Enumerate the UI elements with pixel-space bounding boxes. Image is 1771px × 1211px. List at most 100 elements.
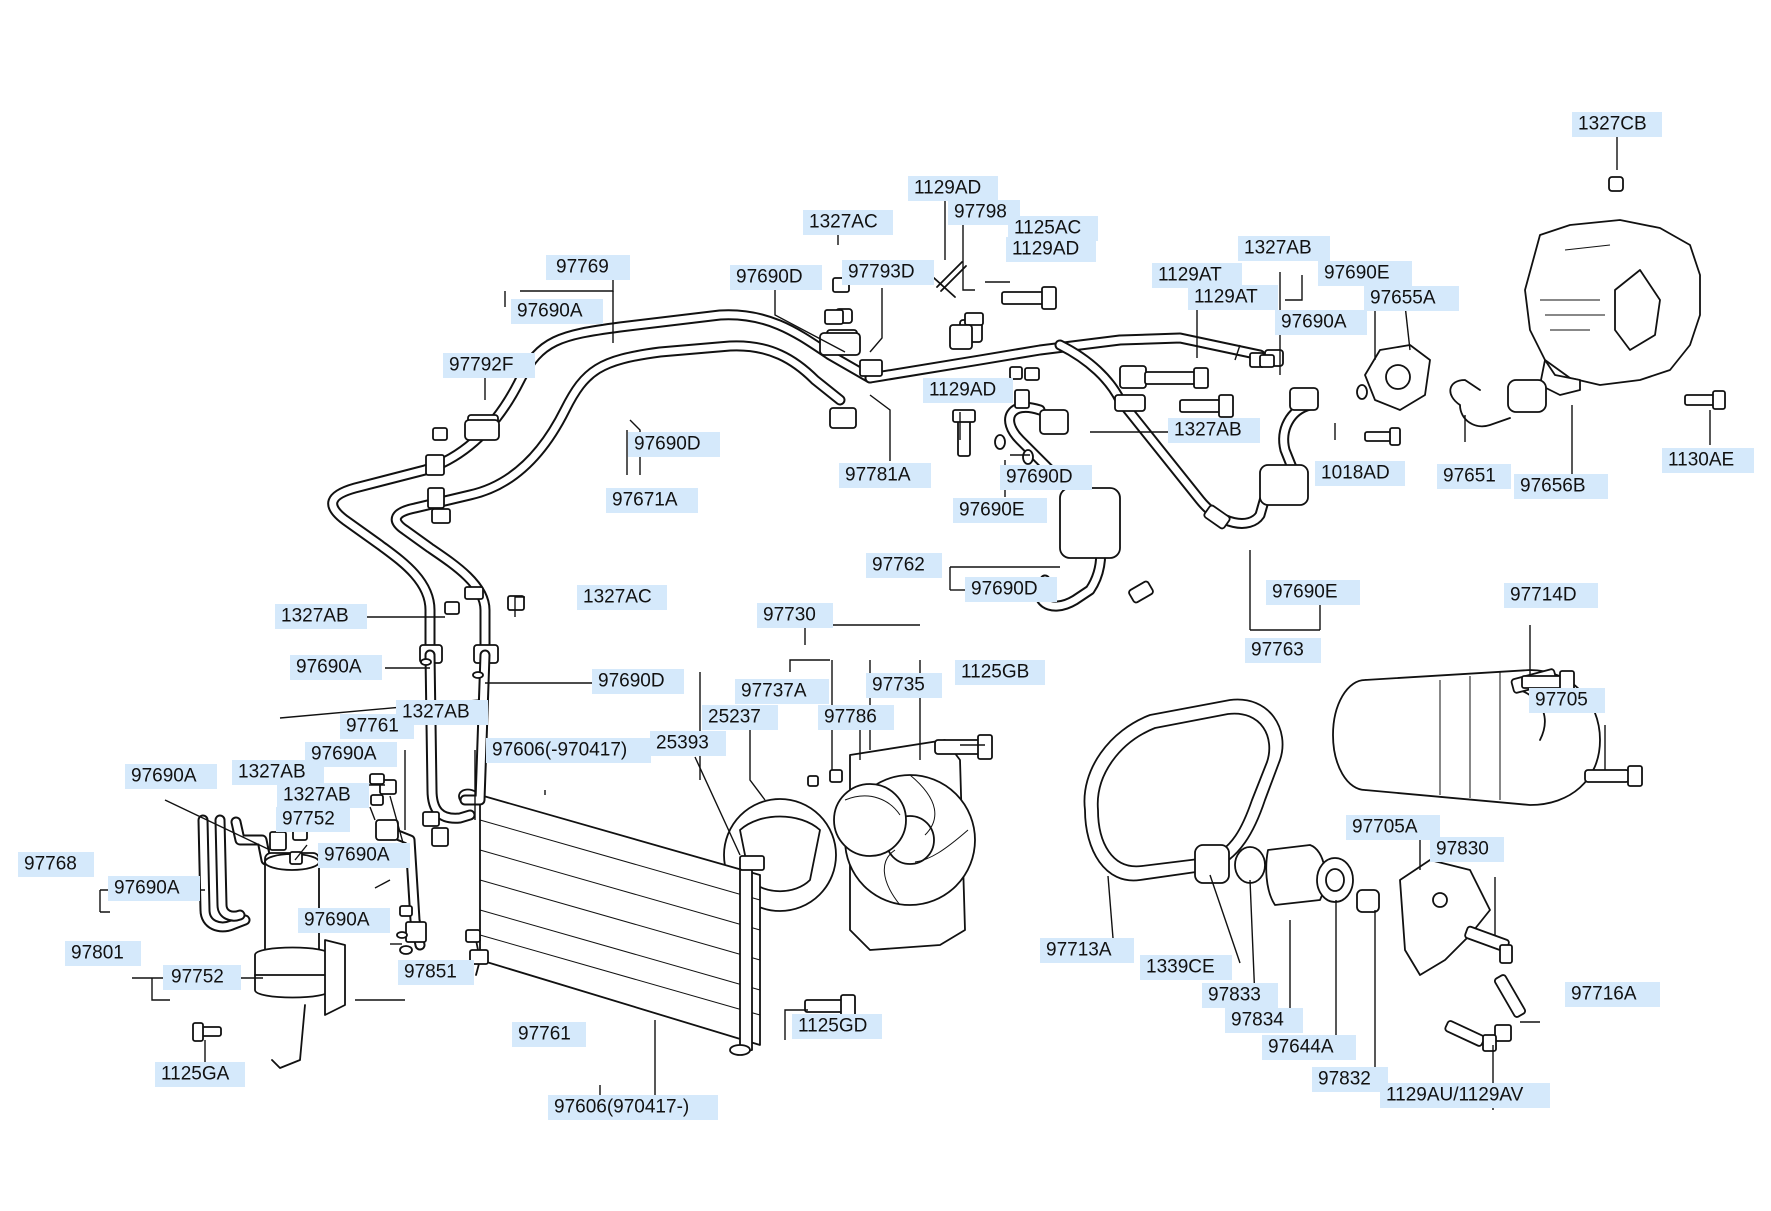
svg-text:97798: 97798 [954, 202, 1007, 223]
svg-text:97769: 97769 [556, 257, 609, 278]
svg-text:1129AD: 1129AD [929, 380, 996, 401]
part-label-97793d[interactable]: 97793D [842, 260, 934, 285]
part-label-97752-top[interactable]: 97752 [276, 807, 350, 832]
part-label-97786[interactable]: 97786 [818, 705, 894, 730]
part-label-1129ad-b[interactable]: 1129AD [1006, 237, 1096, 262]
part-label-97690e-mid[interactable]: 97690E [953, 498, 1047, 523]
svg-text:97690A: 97690A [324, 845, 390, 866]
part-label-97606-1[interactable]: 97606(-970417) [486, 738, 651, 763]
part-label-97716a[interactable]: 97716A [1565, 982, 1660, 1007]
svg-text:97714D: 97714D [1510, 585, 1577, 606]
flange-and-hose [1364, 344, 1547, 428]
part-label-97671a[interactable]: 97671A [606, 488, 698, 513]
part-label-97690d-top[interactable]: 97690D [730, 265, 822, 290]
part-label-97690a-c3[interactable]: 97690A [318, 843, 410, 868]
svg-text:97761: 97761 [518, 1024, 571, 1045]
svg-text:1018AD: 1018AD [1321, 463, 1390, 484]
part-label-25237[interactable]: 25237 [702, 705, 778, 730]
part-label-1125ac[interactable]: 1125AC [1008, 216, 1098, 241]
svg-text:97781A: 97781A [845, 465, 911, 486]
part-label-97690a-top[interactable]: 97690A [511, 299, 603, 324]
part-label-1130ae[interactable]: 1130AE [1662, 448, 1754, 473]
part-label-97690a-r[interactable]: 97690A [1275, 310, 1367, 335]
part-label-25393[interactable]: 25393 [650, 731, 726, 756]
part-label-97761-b[interactable]: 97761 [512, 1022, 586, 1047]
part-label-97752-b[interactable]: 97752 [163, 965, 241, 990]
part-label-97781a[interactable]: 97781A [839, 463, 931, 488]
part-label-1129at-1[interactable]: 1129AT [1152, 263, 1242, 288]
part-label-97690a-c5[interactable]: 97690A [298, 908, 390, 933]
part-label-97690d-b[interactable]: 97690D [965, 577, 1057, 602]
part-label-97713a[interactable]: 97713A [1040, 938, 1134, 963]
part-label-97690a-c4[interactable]: 97690A [108, 876, 200, 901]
part-label-1327ab-l[interactable]: 1327AB [275, 604, 367, 629]
part-label-97851[interactable]: 97851 [398, 960, 474, 985]
part-label-97714d[interactable]: 97714D [1504, 583, 1598, 608]
part-label-97705[interactable]: 97705 [1529, 688, 1605, 713]
part-label-1327ab-c3[interactable]: 1327AB [277, 783, 369, 808]
drive-belt [1083, 698, 1284, 882]
part-label-97690a-c2[interactable]: 97690A [125, 764, 217, 789]
part-label-1129ad-top[interactable]: 1129AD [908, 176, 998, 201]
svg-text:97832: 97832 [1318, 1069, 1371, 1090]
part-label-1129au-1129av[interactable]: 1129AU/1129AV [1380, 1083, 1550, 1108]
svg-text:1129AT: 1129AT [1158, 265, 1222, 286]
svg-text:97690A: 97690A [296, 657, 362, 678]
part-label-1129ad-mid[interactable]: 1129AD [923, 378, 1013, 403]
svg-text:25393: 25393 [656, 733, 709, 754]
part-label-97644a[interactable]: 97644A [1262, 1035, 1356, 1060]
part-label-1129at-2[interactable]: 1129AT [1188, 285, 1278, 310]
part-label-97690d-mid[interactable]: 97690D [628, 432, 720, 457]
svg-text:97705A: 97705A [1352, 817, 1418, 838]
part-label-97655a[interactable]: 97655A [1364, 286, 1459, 311]
part-label-97737a[interactable]: 97737A [735, 679, 829, 704]
part-label-97690d-r[interactable]: 97690D [1000, 465, 1092, 490]
part-label-1327ab-c2[interactable]: 1327AB [232, 760, 324, 785]
svg-text:97768: 97768 [24, 854, 77, 875]
part-label-97832[interactable]: 97832 [1312, 1067, 1388, 1092]
svg-text:1327AB: 1327AB [283, 785, 351, 806]
part-label-1125ga[interactable]: 1125GA [155, 1062, 245, 1087]
part-label-1327ac-top[interactable]: 1327AC [803, 210, 893, 235]
svg-text:1339CE: 1339CE [1146, 957, 1215, 978]
part-label-97834[interactable]: 97834 [1225, 1008, 1303, 1033]
part-label-1018ad[interactable]: 1018AD [1315, 461, 1405, 486]
svg-text:97690E: 97690E [1324, 263, 1390, 284]
part-label-97705a[interactable]: 97705A [1346, 815, 1440, 840]
part-label-97690a-l[interactable]: 97690A [290, 655, 382, 680]
part-label-97690e-b[interactable]: 97690E [1266, 580, 1360, 605]
part-label-1327cb[interactable]: 1327CB [1572, 112, 1662, 137]
part-label-97651[interactable]: 97651 [1437, 464, 1511, 489]
svg-text:97690D: 97690D [1006, 467, 1073, 488]
part-label-1327ac-l[interactable]: 1327AC [577, 585, 667, 610]
part-label-97606-2[interactable]: 97606(970417-) [548, 1095, 718, 1120]
fan-shroud [723, 734, 993, 1018]
svg-text:97830: 97830 [1436, 839, 1489, 860]
part-label-1327ab-top[interactable]: 1327AB [1238, 236, 1330, 261]
svg-text:97690D: 97690D [971, 579, 1038, 600]
part-label-97769[interactable]: 97769 [546, 255, 630, 280]
svg-text:97833: 97833 [1208, 985, 1261, 1006]
part-label-97792f[interactable]: 97792F [443, 353, 535, 378]
part-label-97656b[interactable]: 97656B [1514, 474, 1608, 499]
part-label-97833[interactable]: 97833 [1202, 983, 1278, 1008]
part-label-97763[interactable]: 97763 [1245, 638, 1321, 663]
svg-text:97606(970417-): 97606(970417-) [554, 1097, 689, 1118]
part-label-1327ab-mid[interactable]: 1327AB [1168, 418, 1260, 443]
part-label-1125gd[interactable]: 1125GD [792, 1014, 882, 1039]
part-label-97690d-l[interactable]: 97690D [592, 669, 684, 694]
svg-text:1125GD: 1125GD [798, 1016, 867, 1037]
part-label-97762[interactable]: 97762 [866, 553, 942, 578]
part-label-1327ab-c[interactable]: 1327AB [396, 700, 488, 725]
part-label-1339ce[interactable]: 1339CE [1140, 955, 1232, 980]
part-label-97690e-top[interactable]: 97690E [1318, 261, 1412, 286]
part-label-97830[interactable]: 97830 [1430, 837, 1504, 862]
part-label-97730[interactable]: 97730 [757, 603, 833, 628]
part-label-97801[interactable]: 97801 [65, 941, 141, 966]
part-label-97768[interactable]: 97768 [18, 852, 94, 877]
part-label-97735[interactable]: 97735 [866, 673, 942, 698]
svg-text:97716A: 97716A [1571, 984, 1637, 1005]
svg-text:97651: 97651 [1443, 466, 1496, 487]
part-label-1125gb[interactable]: 1125GB [955, 660, 1045, 685]
svg-text:97671A: 97671A [612, 490, 678, 511]
